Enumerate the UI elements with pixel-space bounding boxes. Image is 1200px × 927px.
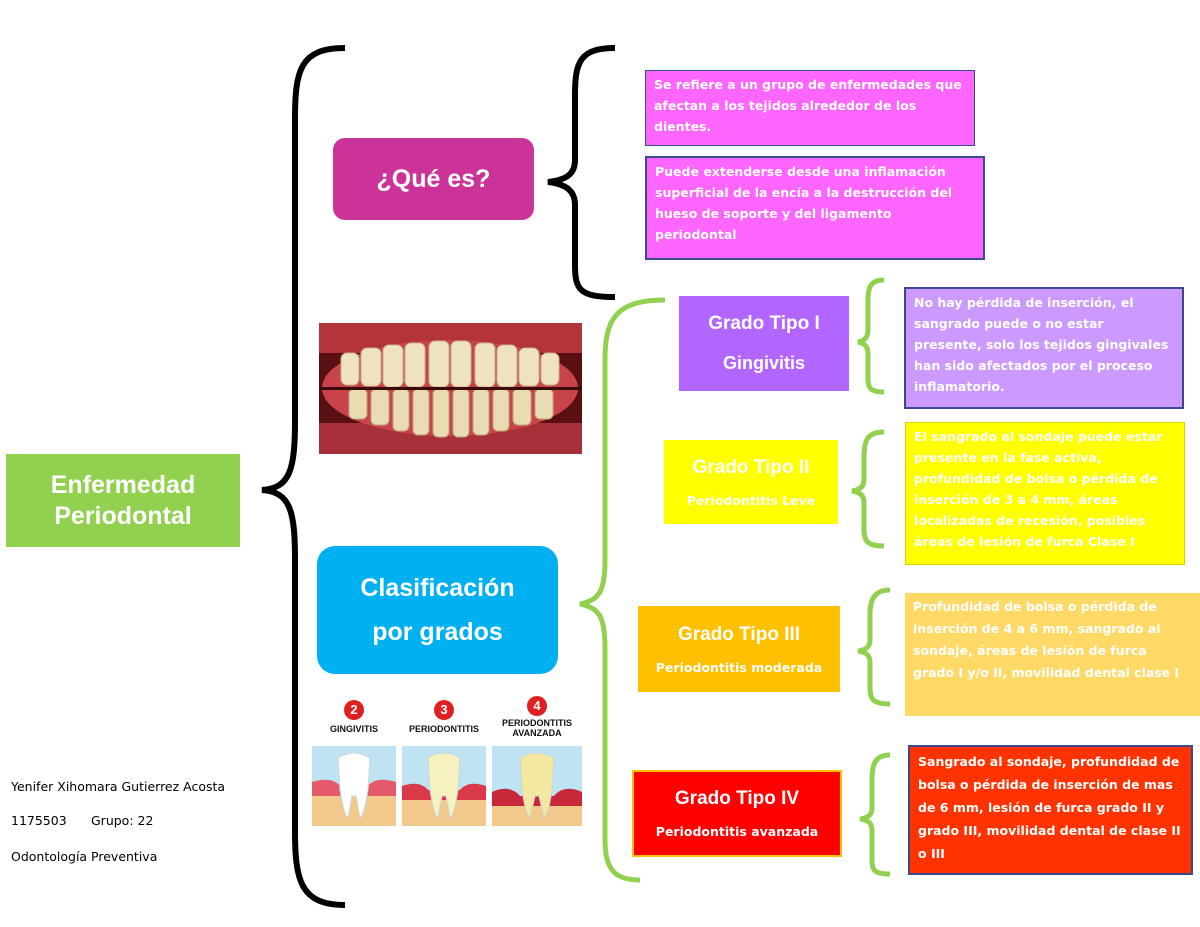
grade-2-brace bbox=[851, 429, 885, 549]
grade-2-subtitle: Periodontitis Leve bbox=[686, 492, 816, 508]
stage-4: 4 PERIODONTITIS AVANZADA bbox=[492, 696, 582, 830]
stage-3: 3 PERIODONTITIS bbox=[402, 696, 486, 830]
teeth-photo bbox=[319, 323, 582, 454]
grade-1-subtitle: Gingivitis bbox=[722, 353, 805, 373]
definition-box-2: Puede extenderse desde una inflamación s… bbox=[645, 156, 985, 260]
grade-2-description: El sangrado al sondaje puede estar prese… bbox=[914, 429, 1163, 549]
main-brace bbox=[261, 45, 346, 908]
clasificacion-brace bbox=[579, 297, 666, 883]
grade-1-brace bbox=[857, 277, 885, 395]
definition-box-1: Se refiere a un grupo de enfermedades qu… bbox=[645, 70, 975, 146]
stages-illustration: 2 GINGIVITIS 3 PERIODONTITIS 4 PERIODONT… bbox=[310, 696, 585, 830]
author-code: 1175503 bbox=[11, 813, 67, 828]
grade-4-brace bbox=[859, 752, 891, 877]
grade-4-description: Sangrado al sondaje, profundidad de bols… bbox=[918, 754, 1181, 861]
stage-4-number: 4 bbox=[533, 698, 541, 713]
grade-4-subtitle: Periodontitis avanzada bbox=[655, 824, 819, 839]
stage-2-label: GINGIVITIS bbox=[329, 724, 378, 734]
que-es-title: ¿Qué es? bbox=[376, 164, 491, 193]
main-topic-box: Enfermedad Periodontal bbox=[6, 454, 240, 547]
stage-4-tooth-icon bbox=[492, 746, 582, 826]
clasificacion-line2: por grados bbox=[372, 618, 503, 646]
author-name: Yenifer Xihomara Gutierrez Acosta bbox=[11, 779, 226, 794]
stage-3-number-badge: 3 bbox=[434, 700, 454, 720]
grade-4-box: Grado Tipo IV Periodontitis avanzada bbox=[632, 770, 842, 857]
grade-4-title: Grado Tipo IV bbox=[674, 788, 800, 809]
clasificacion-line1: Clasificación bbox=[360, 574, 515, 602]
grade-1-desc-box: No hay pérdida de inserción, el sangrado… bbox=[904, 287, 1184, 409]
author-course: Odontología Preventiva bbox=[11, 849, 158, 864]
stage-4-number-badge: 4 bbox=[527, 696, 547, 716]
grade-2-box: Grado Tipo II Periodontitis Leve bbox=[664, 440, 838, 524]
author-group: Grupo: 22 bbox=[91, 813, 154, 828]
grade-1-box: Grado Tipo I Gingivitis bbox=[679, 296, 849, 391]
definition-text-2: Puede extenderse desde una inflamación s… bbox=[655, 164, 953, 242]
stage-3-label: PERIODONTITIS bbox=[408, 724, 479, 734]
stage-2-number: 2 bbox=[350, 702, 358, 717]
stage-2-tooth-icon bbox=[312, 746, 396, 826]
grade-3-title: Grado Tipo III bbox=[677, 623, 801, 645]
grade-1-description: No hay pérdida de inserción, el sangrado… bbox=[914, 295, 1169, 394]
que-es-box: ¿Qué es? bbox=[333, 138, 534, 220]
stage-2-number-badge: 2 bbox=[344, 700, 364, 720]
stage-2: 2 GINGIVITIS bbox=[312, 696, 396, 830]
grade-3-description: Profundidad de bolsa o pérdida de inserc… bbox=[913, 599, 1180, 680]
stage-4-label: PERIODONTITIS AVANZADA bbox=[501, 718, 572, 738]
grade-2-title: Grado Tipo II bbox=[692, 456, 810, 478]
grade-3-desc-box: Profundidad de bolsa o pérdida de inserc… bbox=[905, 593, 1200, 716]
main-topic-line1: Enfermedad bbox=[50, 470, 196, 499]
grade-4-desc-box: Sangrado al sondaje, profundidad de bols… bbox=[908, 745, 1193, 875]
stage-3-tooth-icon bbox=[402, 746, 486, 826]
definition-text-1: Se refiere a un grupo de enfermedades qu… bbox=[654, 77, 962, 134]
main-topic-line2: Periodontal bbox=[54, 501, 192, 530]
grade-2-desc-box: El sangrado al sondaje puede estar prese… bbox=[905, 422, 1185, 565]
stage-3-number: 3 bbox=[440, 702, 448, 717]
grade-3-brace bbox=[857, 587, 891, 707]
grade-3-box: Grado Tipo III Periodontitis moderada bbox=[638, 606, 840, 692]
grade-3-subtitle: Periodontitis moderada bbox=[655, 659, 823, 675]
que-es-brace bbox=[547, 45, 616, 300]
clasificacion-box: Clasificación por grados bbox=[317, 546, 558, 674]
grade-1-title: Grado Tipo I bbox=[708, 313, 820, 334]
